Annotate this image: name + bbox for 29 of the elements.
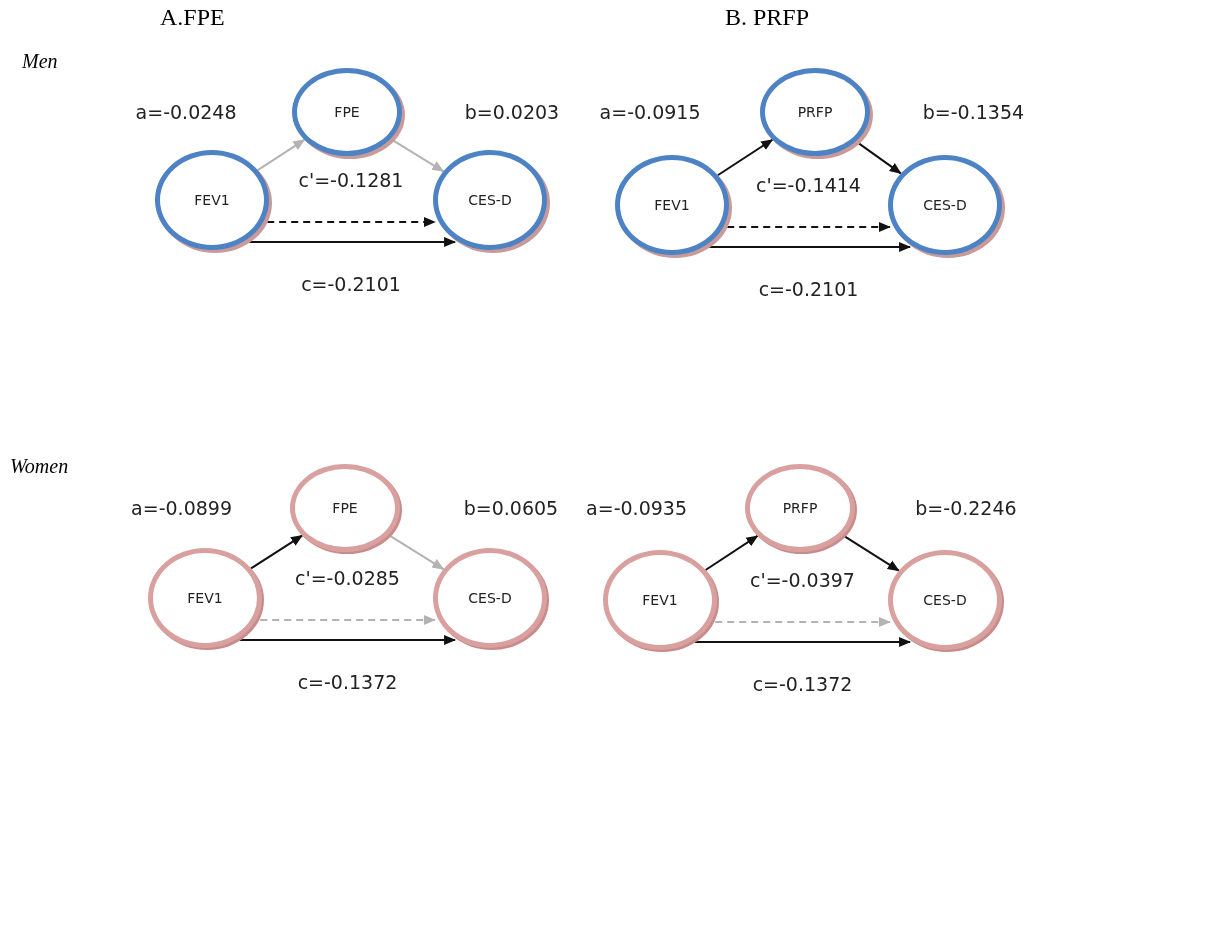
node-label: FEV1 [654, 197, 690, 213]
ellipse-node [290, 464, 400, 552]
node-label: FEV1 [187, 590, 223, 606]
arrow [238, 635, 457, 645]
arrow [250, 534, 304, 570]
node-label: PRFP [797, 104, 833, 120]
group-label: Women [10, 455, 69, 478]
node-label: CES-D [468, 590, 512, 606]
arrow [726, 222, 891, 232]
arrow [714, 617, 891, 627]
node-label: FEV1 [194, 192, 230, 208]
node-label: FEV1 [642, 592, 678, 608]
arrow [266, 217, 436, 227]
node-label: CES-D [923, 592, 967, 608]
node-label: FPE [332, 500, 358, 516]
panel-heading: B. PRFP [725, 4, 810, 31]
ellipse-node [292, 68, 402, 156]
arrow [716, 138, 774, 177]
node-label: FPE [334, 104, 360, 120]
panel-heading: A.FPE [160, 4, 225, 31]
arrow [256, 138, 306, 172]
ellipse-node [760, 68, 870, 156]
group-label: Men [22, 50, 58, 73]
arrow [259, 615, 436, 625]
node-label: CES-D [923, 197, 967, 213]
arrow [704, 534, 759, 571]
node-label: CES-D [468, 192, 512, 208]
arrow [693, 637, 912, 647]
node-label: PRFP [782, 500, 818, 516]
